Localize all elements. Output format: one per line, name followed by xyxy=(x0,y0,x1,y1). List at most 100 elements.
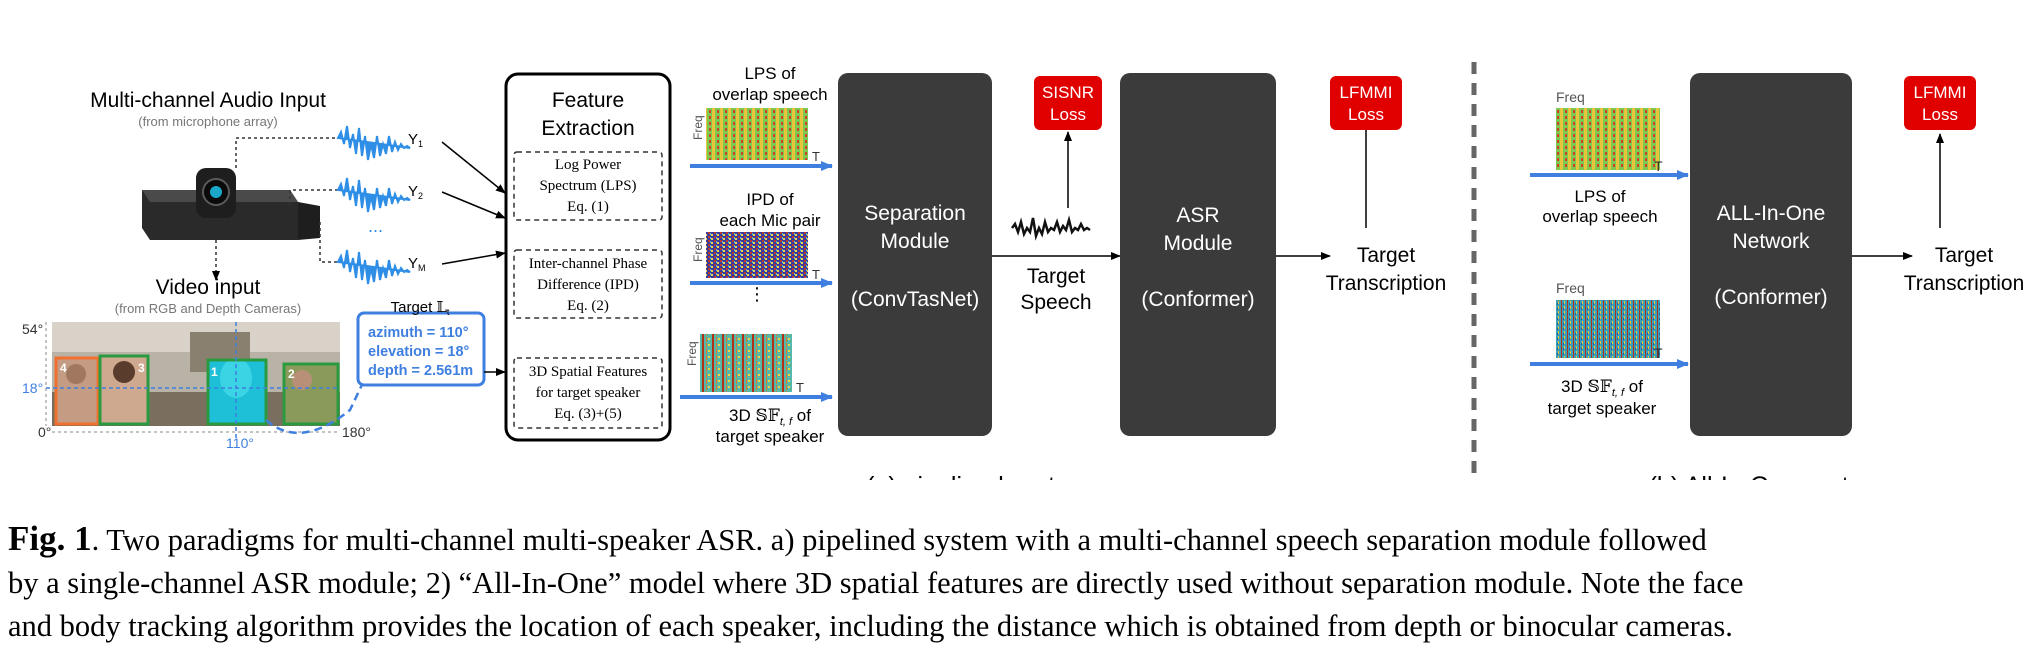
all-in-one-network-box xyxy=(1690,73,1852,436)
lfmmi-loss-a-box xyxy=(1330,76,1402,130)
b-lps-freq-label: Freq xyxy=(1556,89,1585,105)
spatial-time-axis-label: T xyxy=(796,380,804,395)
spatial-spec-label-2: target speaker xyxy=(716,427,825,446)
channel-ym-label: YM xyxy=(408,255,426,273)
all-in-one-title-2: Network xyxy=(1732,230,1810,253)
azimuth-max-label: 180° xyxy=(342,424,371,440)
spatial-freq-axis-label: Freq xyxy=(685,341,699,366)
lps-feature-box xyxy=(513,151,663,221)
all-in-one-title-3: (Conformer) xyxy=(1714,286,1827,309)
target-speech-label-2: Speech xyxy=(1020,291,1091,314)
lfmmi-loss-a-label-2: Loss xyxy=(1348,105,1384,124)
target-speech-label-1: Target xyxy=(1027,265,1086,288)
spatial-feature-line-3: Eq. (3)+(5) xyxy=(554,406,622,422)
spatial-feature-line-2: for target speaker xyxy=(536,385,641,401)
separation-module-title-3: (ConvTasNet) xyxy=(851,288,979,311)
figure-caption-line-1: Fig. 1. Two paradigms for multi-channel … xyxy=(8,517,2034,562)
b-spatial-spectrogram-image xyxy=(1556,300,1660,358)
device-to-channel-connectors xyxy=(215,137,338,272)
waveform-y2-icon xyxy=(336,177,411,213)
ipd-time-axis-label: T xyxy=(812,267,820,282)
lps-feature-line-2: Spectrum (LPS) xyxy=(539,178,636,194)
figure-caption-line-3: and body tracking algorithm provides the… xyxy=(8,609,1733,643)
person-id-3: 3 xyxy=(138,361,145,375)
lps-spec-label-2: overlap speech xyxy=(712,85,827,104)
spatial-feature-line-1: 3D Spatial Features xyxy=(529,364,647,380)
b-lps-label-2: overlap speech xyxy=(1542,207,1657,226)
sisnr-loss-label-2: Loss xyxy=(1050,105,1086,124)
feature-extraction-title-1: Feature xyxy=(552,89,624,112)
channels-to-feature-arrows xyxy=(441,141,506,265)
b-spatial-freq-label: Freq xyxy=(1556,280,1585,296)
ipd-feature-line-3: Eq. (2) xyxy=(567,298,609,314)
elevation-target-label: 18° xyxy=(22,380,43,396)
feature-extraction-box xyxy=(504,72,672,442)
figure-caption-line-2: by a single-channel ASR module; 2) “All-… xyxy=(8,566,1744,600)
b-spatial-time-label: T xyxy=(1654,345,1663,361)
lfmmi-loss-b-box xyxy=(1904,76,1976,130)
figure-caption-text-1: . Two paradigms for multi-channel multi-… xyxy=(91,523,1707,557)
lps-feature-line-1: Log Power xyxy=(555,157,621,173)
lfmmi-loss-b-label-1: LFMMI xyxy=(1914,83,1967,102)
b-lps-label-1: LPS of xyxy=(1574,187,1625,206)
separation-module-box xyxy=(838,73,992,436)
video-input-title: Video input xyxy=(156,276,261,299)
azimuth-target-label: 110° xyxy=(226,435,254,451)
transcription-a-label-1: Target xyxy=(1357,244,1416,267)
b-lps-time-label: T xyxy=(1654,158,1663,174)
person-id-1: 1 xyxy=(211,365,218,379)
spec-vertical-ellipsis: ⋮ xyxy=(748,284,766,304)
lps-feature-line-3: Eq. (1) xyxy=(567,199,609,215)
sisnr-loss-box xyxy=(1034,76,1102,130)
ipd-spectrogram-image xyxy=(706,232,808,278)
target-pointer-arrow xyxy=(265,366,371,435)
ipd-feature-line-1: Inter-channel Phase xyxy=(529,256,648,272)
all-in-one-title-1: ALL-In-One xyxy=(1717,202,1826,225)
separation-module-title-2: Module xyxy=(881,230,950,253)
ipd-spec-label-1: IPD of xyxy=(746,190,794,209)
microphone-array-icon xyxy=(142,168,320,240)
target-depth: depth = 2.561m xyxy=(368,363,473,379)
waveform-y1-icon xyxy=(336,125,411,161)
azimuth-min-label: 0° xyxy=(38,424,51,440)
target-speech-waveform-icon xyxy=(1011,215,1091,241)
transcription-a-label-2: Transcription xyxy=(1326,272,1447,295)
target-info-box xyxy=(356,311,486,387)
asr-module-title-3: (Conformer) xyxy=(1141,288,1254,311)
all-in-one-system-caption: (b) All-In-One system xyxy=(1649,472,1884,480)
lps-time-axis-label: T xyxy=(812,149,820,164)
feature-extraction-title-2: Extraction xyxy=(541,117,634,140)
target-azimuth: azimuth = 110° xyxy=(368,325,469,341)
ipd-feature-line-2: Difference (IPD) xyxy=(537,277,639,293)
transcription-b-label-2: Transcription xyxy=(1904,272,2025,295)
lfmmi-loss-b-label-2: Loss xyxy=(1922,105,1958,124)
lfmmi-loss-a-label-1: LFMMI xyxy=(1340,83,1393,102)
elevation-max-label: 54° xyxy=(22,321,43,337)
transcription-b-label-1: Target xyxy=(1935,244,1994,267)
b-spatial-label-1: 3D 𝕊𝔽t, f of xyxy=(1561,377,1643,399)
audio-input-subtitle: (from microphone array) xyxy=(138,114,277,129)
target-crosshair xyxy=(46,322,340,438)
channel-y1-label: Y1 xyxy=(408,131,423,149)
spatial-spectrogram-image xyxy=(700,334,792,392)
pipelined-system-caption: (a) pipelined system xyxy=(866,472,1090,480)
asr-module-title-1: ASR xyxy=(1176,204,1219,227)
target-elevation: elevation = 18° xyxy=(368,344,470,360)
channel-y2-label: Y2 xyxy=(408,183,423,201)
waveform-ym-icon xyxy=(336,249,411,285)
lps-spectrogram-image xyxy=(706,108,808,160)
person-id-4: 4 xyxy=(60,361,67,375)
lps-freq-axis-label: Freq xyxy=(691,115,705,140)
ipd-freq-axis-label: Freq xyxy=(691,237,705,262)
figure-diagram: Multi-channel Audio Input (from micropho… xyxy=(22,62,2025,480)
figure-label: Fig. 1 xyxy=(8,519,92,558)
figure-caption: Fig. 1. Two paradigms for multi-channel … xyxy=(8,517,2034,648)
b-spatial-label-2: target speaker xyxy=(1548,399,1657,418)
camera-frame-image xyxy=(52,322,340,426)
ipd-feature-box xyxy=(513,249,663,319)
b-lps-spectrogram-image xyxy=(1556,108,1660,170)
channel-ellipsis: ... xyxy=(368,216,383,236)
asr-module-box xyxy=(1120,73,1276,436)
separation-module-title-1: Separation xyxy=(864,202,966,225)
